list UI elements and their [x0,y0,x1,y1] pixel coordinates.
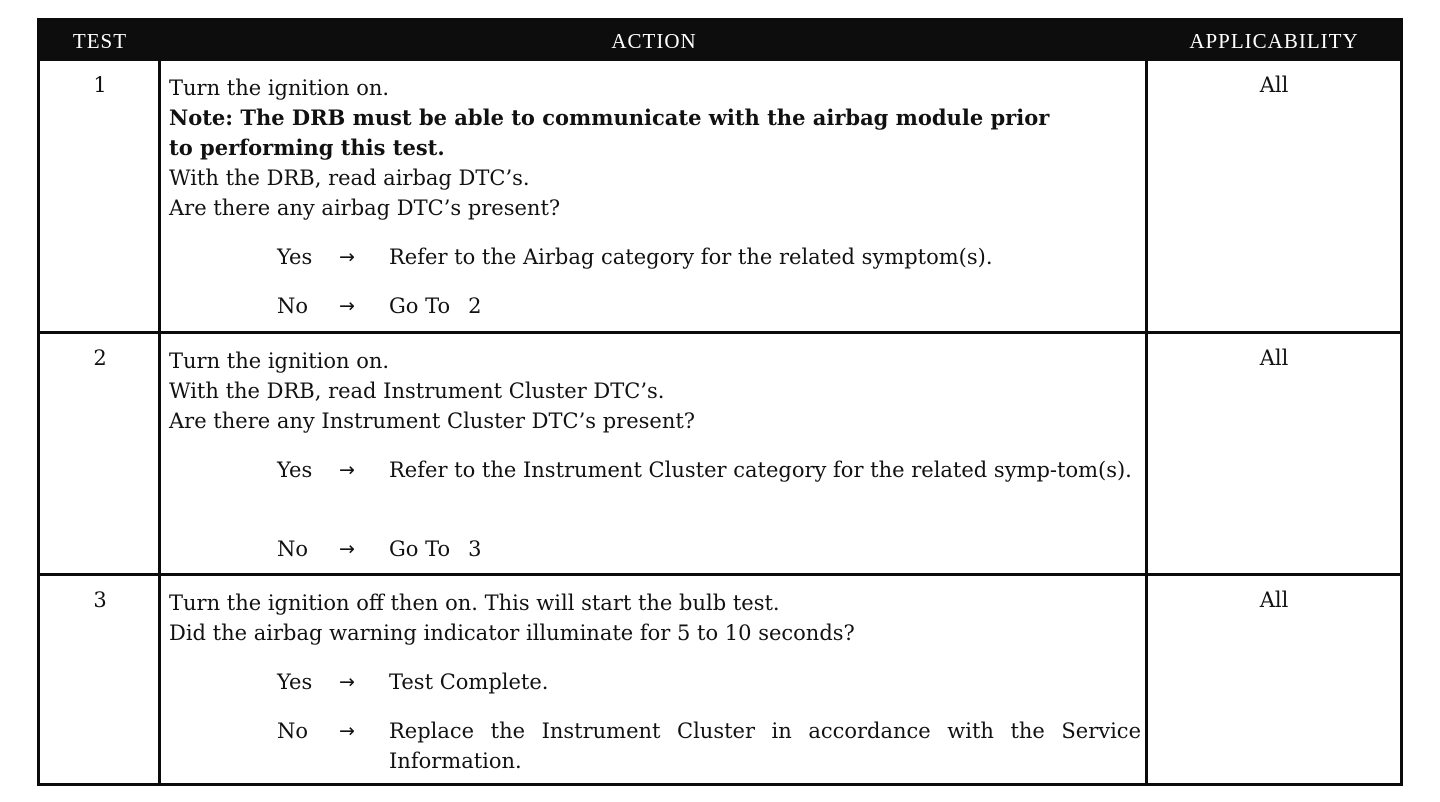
no-label: No [277,719,309,743]
action-note: to performing this test. [169,135,445,160]
test-column-header: TEST [72,29,128,53]
applicability-column-header: APPLICABILITY [1189,29,1359,53]
yes-result: Yes → Refer to the Instrument Cluster ca… [169,455,1139,515]
no-label: No [277,537,309,561]
action-line: Did the airbag warning indicator illumin… [169,621,855,645]
no-text: Replace the Instrument Cluster in accord… [389,719,1141,773]
no-result: No → Go To 3 [169,534,1139,564]
column-divider [1145,61,1148,783]
no-result: No → Replace the Instrument Cluster in a… [169,716,1141,776]
yes-label: Yes [277,458,313,482]
yes-text: Refer to the Airbag category for the rel… [389,245,993,269]
yes-text: Test Complete. [389,670,549,694]
right-arrow-icon: → [339,295,355,317]
no-result: No → Go To 2 [169,291,1139,321]
right-arrow-icon: → [339,459,355,481]
right-arrow-icon: → [339,246,355,268]
test-number: 1 [93,73,107,97]
action-cell: Turn the ignition on. Note: The DRB must… [169,73,1139,321]
applicability-value: All [1259,588,1289,612]
action-line: With the DRB, read Instrument Cluster DT… [169,379,665,403]
action-line: Turn the ignition on. [169,76,390,100]
go-to-text: Go To [389,294,451,318]
no-label: No [277,294,309,318]
go-to-number: 3 [468,537,482,561]
right-arrow-icon: → [339,720,355,742]
applicability-value: All [1259,73,1289,97]
column-divider [158,61,161,783]
action-column-header: ACTION [611,29,697,53]
yes-result: Yes → Refer to the Airbag category for t… [169,242,1139,272]
action-cell: Turn the ignition off then on. This will… [169,588,1141,776]
action-note: Note: The DRB must be able to communicat… [169,105,1050,130]
yes-label: Yes [277,670,313,694]
action-cell: Turn the ignition on. With the DRB, read… [169,346,1139,564]
no-text: Go To 3 [389,534,1141,564]
right-arrow-icon: → [339,538,355,560]
yes-result: Yes → Test Complete. [169,667,1139,697]
action-line: Are there any airbag DTC’s present? [169,196,561,220]
right-arrow-icon: → [339,671,355,693]
go-to-number: 2 [468,294,482,318]
go-to-text: Go To [389,537,451,561]
test-number: 3 [93,588,107,612]
action-line: Are there any Instrument Cluster DTC’s p… [169,409,696,433]
table-row: 1 Turn the ignition on. Note: The DRB mu… [40,61,1400,331]
diagnostic-test-table: TEST ACTION APPLICABILITY 1 Turn the ign… [37,18,1403,786]
no-text: Go To 2 [389,291,1141,321]
action-line: With the DRB, read airbag DTC’s. [169,166,530,190]
yes-label: Yes [277,245,313,269]
action-line: Turn the ignition off then on. This will… [169,591,780,615]
table-row: 2 Turn the ignition on. With the DRB, re… [40,331,1400,573]
table-row: 3 Turn the ignition off then on. This wi… [40,573,1400,783]
yes-text: Refer to the Instrument Cluster category… [389,458,1132,482]
table-header: TEST ACTION APPLICABILITY [40,21,1400,61]
test-number: 2 [93,346,107,370]
applicability-value: All [1259,346,1289,370]
action-line: Turn the ignition on. [169,349,390,373]
